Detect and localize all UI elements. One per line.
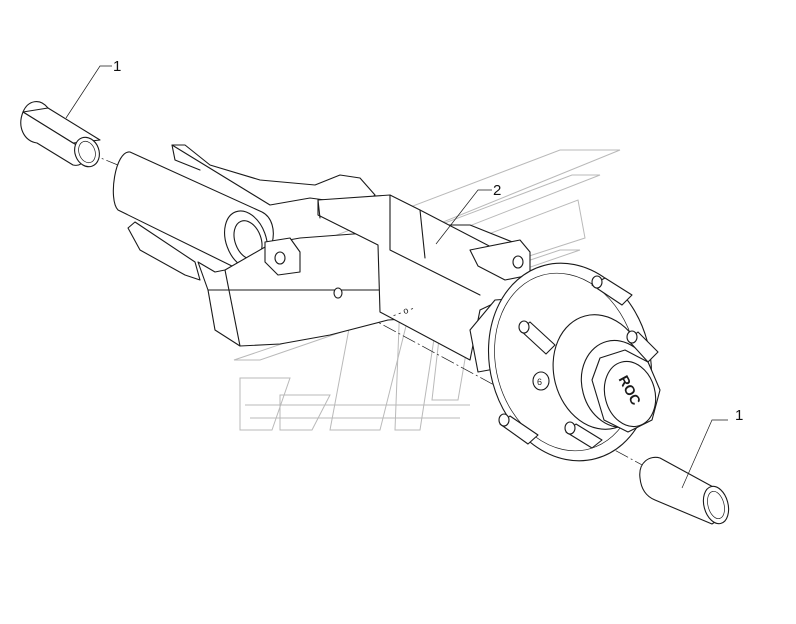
wheel-studs: [498, 275, 659, 449]
wheel-hub: ROC 6: [487, 262, 661, 462]
leader-lines: [65, 65, 728, 489]
callout-axle-hub-assembly: 2: [493, 182, 501, 199]
washer: [532, 371, 550, 391]
bushing-right: [639, 456, 730, 525]
bushing-left: [20, 101, 101, 168]
callout-bushing-right: 1: [735, 407, 743, 424]
washer-mark: 6: [537, 377, 542, 387]
callout-bushing-left: 1: [113, 58, 121, 75]
axle-frame: - - o -: [112, 144, 531, 373]
